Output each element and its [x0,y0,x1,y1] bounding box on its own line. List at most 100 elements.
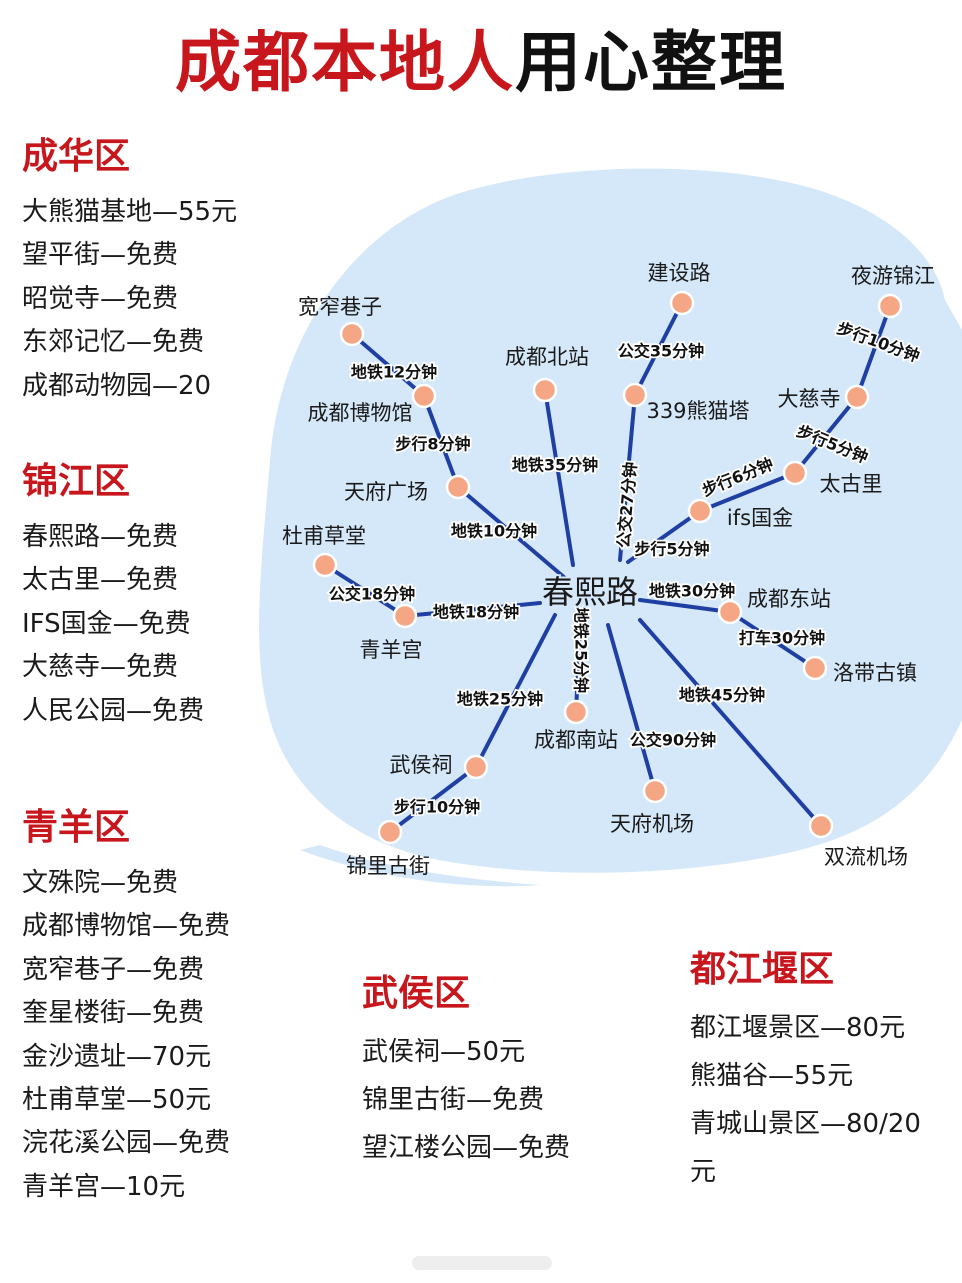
map-node-taikoo [782,460,808,486]
map-node-panda339 [622,382,648,408]
list-item: 望平街—免费 [22,240,179,271]
map-node-label-museum: 成都博物馆 [308,401,413,425]
map-brush-edge [300,845,540,887]
route-duration-label: 公交35分钟 [618,342,704,361]
map-node-tianfu_ap [642,778,668,804]
route-line-north_st-hub [543,388,575,567]
map-node-label-jinli: 锦里古街 [346,854,430,878]
map-node-night_jj [877,293,903,319]
map-node-label-night_jj: 夜游锦江 [851,264,935,288]
route-line-night_jj-daci [855,304,892,399]
map-node-label-south_st: 成都南站 [534,728,618,752]
map-node-label-north_st: 成都北站 [505,345,589,369]
route-line-taikoo-ifs [698,471,797,513]
map-node-label-shuangliu: 双流机场 [824,845,908,869]
list-item: 熊猫谷—55元 [690,1061,854,1091]
map-node-label-wuhouci: 武侯祠 [390,753,453,777]
list-item: 东郊记忆—免费 [22,327,205,358]
map-node-ifs [687,498,713,524]
route-line-hub-tianfu_ap [606,623,657,793]
map-node-label-east_st: 成都东站 [747,587,831,611]
map-node-qingyang_g [392,603,418,629]
map-node-label-dufu: 杜甫草堂 [282,524,366,548]
list-item: 青羊宫—10元 [22,1171,186,1202]
list-item: 武侯祠—50元 [362,1037,526,1067]
route-line-jianshe-panda339 [633,301,684,397]
route-line-museum-tianfu_sq [422,394,460,489]
route-duration-label: 地铁35分钟 [512,456,598,475]
district-wuhou: 武侯区 武侯祠—50元 锦里古街—免费 望江楼公园—免费 [362,972,572,1172]
map-node-wuhouci [463,754,489,780]
route-duration-label: 地铁18分钟 [433,603,519,622]
list-item: 望江楼公园—免费 [362,1133,571,1163]
route-duration-label: 地铁25分钟 [457,690,543,709]
watermark-blur [412,1256,552,1270]
list-item: 浣花溪公园—免费 [22,1128,231,1159]
route-duration-label: 地铁30分钟 [649,582,735,601]
route-line-tianfu_sq-hub [456,485,567,580]
title-black-part: 用心整理 [515,24,787,101]
map-node-tianfu_sq [445,474,471,500]
title-red-part: 成都本地人 [175,24,515,101]
route-line-ifs-hub [626,509,702,564]
route-line-daci-taikoo [793,395,859,475]
page-title: 成都本地人用心整理 [0,18,962,108]
list-item: 成都博物馆—免费 [22,911,231,942]
map-node-label-kuanzhai: 宽窄巷子 [298,295,382,319]
route-line-wuhouci-jinli [388,765,478,834]
list-item: 奎星楼街—免费 [22,998,205,1029]
route-duration-label: 公交18分钟 [329,585,415,604]
map-node-jinli [377,819,403,845]
route-line-qingyang_g-hub [403,601,542,618]
route-line-panda339-hub [618,393,637,562]
district-heading: 武侯区 [362,973,471,1014]
list-item: 金沙遗址—70元 [22,1041,212,1072]
list-item: 大慈寺—免费 [22,652,179,683]
route-line-kuanzhai-museum [350,332,426,398]
route-duration-label: 步行5分钟 [634,540,709,559]
map-node-daci [844,384,870,410]
list-item: 成都动物园—20 [22,370,212,401]
district-dujiangyan: 都江堰区 都江堰景区—80元 熊猫谷—55元 青城山景区—80/20元 [690,948,940,1196]
map-node-label-ifs: ifs国金 [727,506,793,530]
list-item: 人民公园—免费 [22,695,205,726]
district-chenghua: 成华区 大熊猫基地—55元 望平街—免费 昭觉寺—免费 东郊记忆—免费 成都动物… [22,135,237,408]
map-node-kuanzhai [339,321,365,347]
map-node-north_st [532,377,558,403]
map-node-luodai [802,655,828,681]
route-duration-label: 地铁25分钟 [572,607,591,693]
route-duration-label: 打车30分钟 [739,629,825,648]
list-item: 宽窄巷子—免费 [22,954,205,985]
route-duration-label: 地铁12分钟 [351,363,437,382]
route-duration-label: 公交90分钟 [630,731,716,750]
route-line-hub-shuangliu [638,618,823,828]
list-item: 文殊院—免费 [22,868,179,898]
map-background-blob [259,168,962,873]
list-item: 锦里古街—免费 [362,1085,545,1115]
route-line-east_st-luodai [728,610,817,670]
map-node-label-tianfu_sq: 天府广场 [344,480,428,504]
map-node-jianshe [669,290,695,316]
route-line-hub-south_st [574,623,582,714]
list-item: IFS国金—免费 [22,608,191,639]
district-jinjiang: 锦江区 春熙路—免费 太古里—免费 IFS国金—免费 大慈寺—免费 人民公园—免… [22,460,204,733]
map-node-label-taikoo: 太古里 [820,472,883,496]
list-item: 杜甫草堂—50元 [22,1085,212,1116]
map-node-south_st [563,699,589,725]
route-line-hub-wuhouci [474,613,557,769]
map-node-dufu [312,552,338,578]
route-duration-label: 地铁45分钟 [679,686,765,705]
map-node-museum [411,383,437,409]
list-item: 都江堰景区—80元 [690,1013,906,1043]
map-hub-label: 春熙路 [542,573,638,611]
route-line-dufu-qingyang_g [323,563,407,618]
list-item: 昭觉寺—免费 [22,283,179,314]
district-heading: 青羊区 [22,807,131,848]
map-node-label-jianshe: 建设路 [648,261,711,285]
list-item: 大熊猫基地—55元 [22,197,238,227]
list-item: 太古里—免费 [22,565,179,596]
route-duration-label: 步行10分钟 [394,798,480,817]
map-node-east_st [717,599,743,625]
district-heading: 都江堰区 [690,949,835,990]
